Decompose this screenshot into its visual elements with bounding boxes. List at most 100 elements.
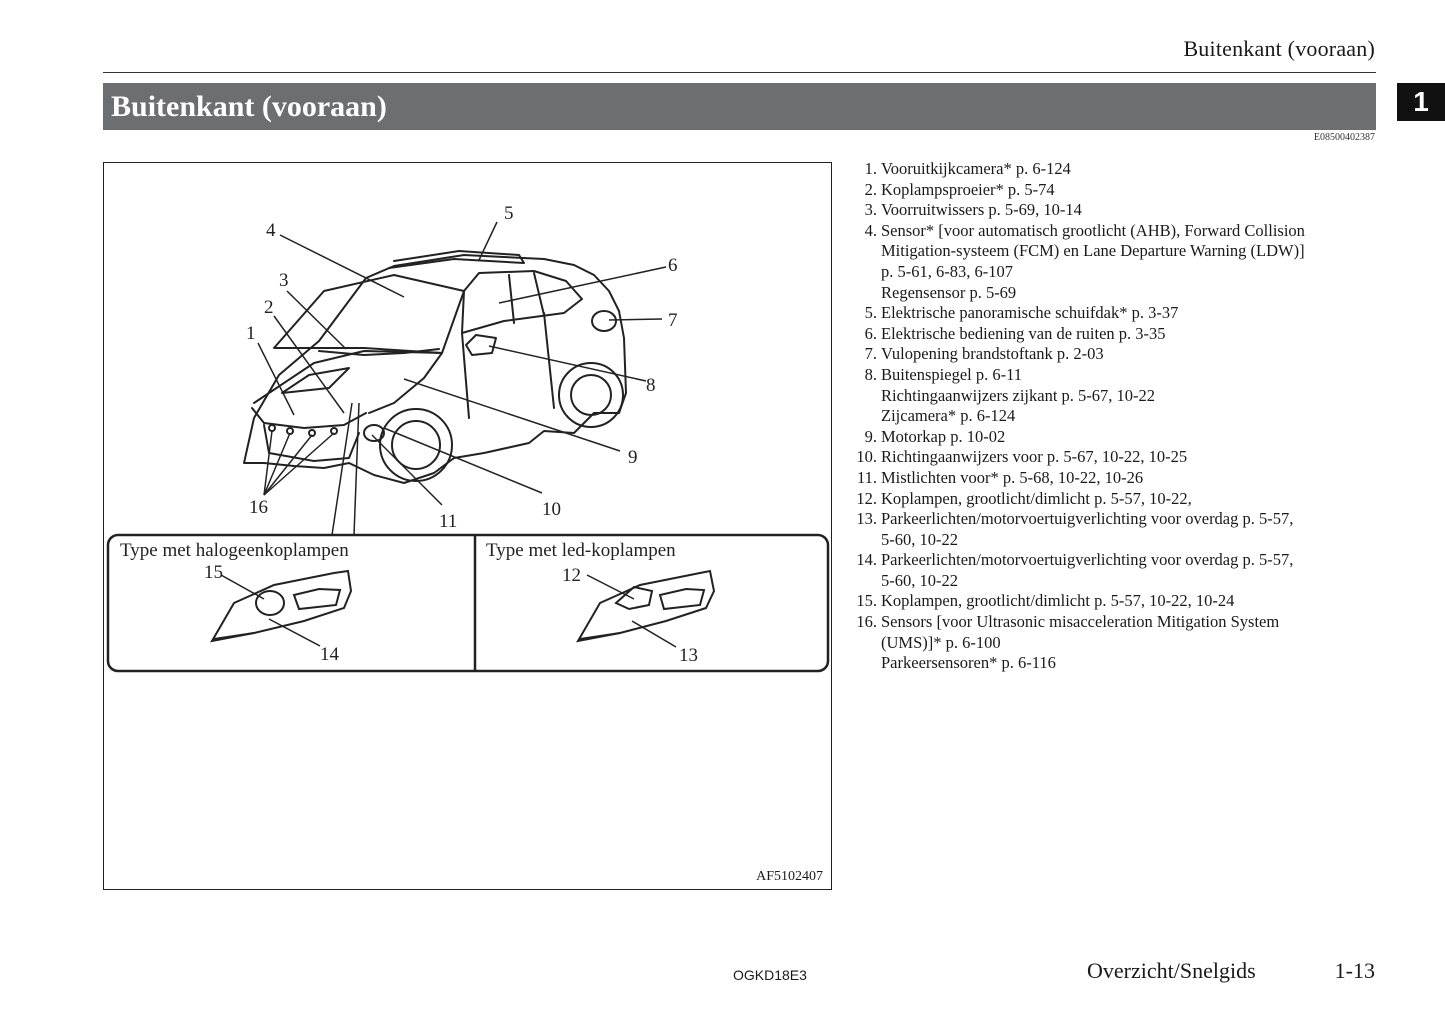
list-item-number: 5. xyxy=(864,303,877,323)
page-number: 1-13 xyxy=(1334,958,1375,983)
header-rule xyxy=(103,72,1376,73)
list-item-number: 7. xyxy=(864,344,877,364)
list-item-text: Sensor* [voor automatisch grootlicht (AH… xyxy=(877,221,1305,303)
document-id: OGKD18E3 xyxy=(733,967,807,983)
callout-3: 3 xyxy=(279,270,289,291)
list-item: 1.Vooruitkijkcamera* p. 6-124 xyxy=(843,159,1363,180)
list-item-text: Elektrische panoramische schuifdak* p. 3… xyxy=(877,303,1178,324)
leader-lines xyxy=(257,221,667,536)
section-code: E08500402387 xyxy=(1313,132,1375,143)
list-item-text: Motorkap p. 10-02 xyxy=(877,427,1005,448)
list-item-number: 6. xyxy=(864,323,877,343)
list-item-text: Mistlichten voor* p. 5-68, 10-22, 10-26 xyxy=(877,468,1143,489)
callout-labels: 1 2 3 4 5 6 7 8 9 10 11 16 xyxy=(246,203,678,532)
list-item-line: Zijcamera* p. 6-124 xyxy=(881,406,1016,426)
running-header-title: Buitenkant (vooraan) xyxy=(1183,36,1375,61)
list-item-line: Motorkap p. 10-02 xyxy=(881,426,1006,446)
list-item-text: Koplampen, grootlicht/dimlicht p. 5-57, … xyxy=(877,489,1192,510)
list-item-number: 11. xyxy=(856,467,877,487)
footer-section-name: Overzicht/Snelgids xyxy=(1087,958,1256,983)
list-item-number: 2. xyxy=(864,179,877,199)
callout-7: 7 xyxy=(668,310,678,331)
list-item-number: 16. xyxy=(856,612,877,632)
list-item-line: Richtingaanwijzers voor p. 5-67, 10-22, … xyxy=(881,447,1188,467)
vehicle-illustration: 1 2 3 4 5 6 7 8 9 10 11 16 Type met halo… xyxy=(106,203,830,673)
callout-2: 2 xyxy=(264,297,274,318)
list-item: 7.Vulopening brandstoftank p. 2-03 xyxy=(843,344,1363,365)
list-item-line: 5-60, 10-22 xyxy=(881,529,958,549)
list-item-number: 15. xyxy=(856,591,877,611)
list-item: 10.Richtingaanwijzers voor p. 5-67, 10-2… xyxy=(843,447,1363,468)
list-item-line: Koplampen, grootlicht/dimlicht p. 5-57, … xyxy=(881,488,1192,508)
list-item: 2.Koplampsproeier* p. 5-74 xyxy=(843,180,1363,201)
list-item-text: Elektrische bediening van de ruiten p. 3… xyxy=(877,324,1166,345)
list-item-line: Regensensor p. 5-69 xyxy=(881,282,1017,302)
list-item-number: 4. xyxy=(864,220,877,240)
list-item: 11.Mistlichten voor* p. 5-68, 10-22, 10-… xyxy=(843,468,1363,489)
callout-5: 5 xyxy=(504,203,514,224)
callout-8: 8 xyxy=(646,375,656,396)
list-item-line: Vooruitkijkcamera* p. 6-124 xyxy=(881,159,1071,178)
callout-1: 1 xyxy=(246,323,256,344)
list-item-line: p. 5-61, 6-83, 6-107 xyxy=(881,261,1013,281)
list-item: 14.Parkeerlichten/motorvoertuigverlichti… xyxy=(843,550,1363,591)
panel-labels: Type met halogeenkoplampen Type met led-… xyxy=(120,540,676,561)
list-item-line: Vulopening brandstoftank p. 2-03 xyxy=(881,344,1104,364)
detail-panels xyxy=(106,533,830,673)
section-title: Buitenkant (vooraan) xyxy=(103,83,1376,130)
callout-13: 13 xyxy=(679,645,698,666)
callout-12: 12 xyxy=(562,565,581,586)
list-item-text: Koplampsproeier* p. 5-74 xyxy=(877,180,1055,201)
list-item-line: Koplampen, grootlicht/dimlicht p. 5-57, … xyxy=(881,591,1235,611)
list-item: 4.Sensor* [voor automatisch grootlicht (… xyxy=(843,221,1363,303)
callout-9: 9 xyxy=(628,447,638,468)
callout-15: 15 xyxy=(204,562,223,583)
list-item-number: 8. xyxy=(864,364,877,384)
list-item-text: Vulopening brandstoftank p. 2-03 xyxy=(877,344,1104,365)
chapter-tab: 1 xyxy=(1397,83,1445,121)
list-item-text: Parkeerlichten/motorvoertuigverlichting … xyxy=(877,550,1293,591)
list-item-text: Voorruitwissers p. 5-69, 10-14 xyxy=(877,200,1082,221)
list-item-text: Koplampen, grootlicht/dimlicht p. 5-57, … xyxy=(877,591,1234,612)
callout-14: 14 xyxy=(320,644,340,665)
list-item-line: 5-60, 10-22 xyxy=(881,570,958,590)
list-item: 15.Koplampen, grootlicht/dimlicht p. 5-5… xyxy=(843,591,1363,612)
list-item-line: Parkeerlichten/motorvoertuigverlichting … xyxy=(881,509,1294,529)
vehicle-figure: 1 2 3 4 5 6 7 8 9 10 11 16 Type met halo… xyxy=(103,162,832,890)
list-item-line: Sensors [voor Ultrasonic misacceleration… xyxy=(881,612,1280,632)
list-item-number: 13. xyxy=(856,509,877,529)
list-item-text: Richtingaanwijzers voor p. 5-67, 10-22, … xyxy=(877,447,1187,468)
list-item: 13.Parkeerlichten/motorvoertuigverlichti… xyxy=(843,509,1363,550)
list-item-text: Sensors [voor Ultrasonic misacceleration… xyxy=(877,612,1279,674)
list-item-line: Elektrische panoramische schuifdak* p. 3… xyxy=(881,303,1179,323)
list-item-line: Koplampsproeier* p. 5-74 xyxy=(881,179,1055,199)
list-item-number: 3. xyxy=(864,200,877,220)
list-item-text: Vooruitkijkcamera* p. 6-124 xyxy=(877,159,1071,180)
list-item: 16.Sensors [voor Ultrasonic misaccelerat… xyxy=(843,612,1363,674)
list-item-line: Parkeerlichten/motorvoertuigverlichting … xyxy=(881,550,1294,570)
list-item-number: 12. xyxy=(856,488,877,508)
list-item-line: Sensor* [voor automatisch grootlicht (AH… xyxy=(881,220,1305,240)
list-item: 9.Motorkap p. 10-02 xyxy=(843,427,1363,448)
list-item: 12.Koplampen, grootlicht/dimlicht p. 5-5… xyxy=(843,489,1363,510)
car-drawing xyxy=(243,250,627,484)
panel-label-led: Type met led-koplampen xyxy=(486,540,676,561)
halogen-callouts: 15 14 xyxy=(204,562,340,665)
callout-16: 16 xyxy=(249,497,268,518)
led-callouts: 12 13 xyxy=(562,565,698,666)
list-item-number: 14. xyxy=(856,550,877,570)
list-item-line: Richtingaanwijzers zijkant p. 5-67, 10-2… xyxy=(881,385,1156,405)
list-item-line: Mitigation-systeem (FCM) en Lane Departu… xyxy=(881,241,1305,261)
list-item-line: Buitenspiegel p. 6-11 xyxy=(881,364,1022,384)
list-item-line: Voorruitwissers p. 5-69, 10-14 xyxy=(881,200,1082,220)
list-item-number: 10. xyxy=(856,447,877,467)
list-item: 3.Voorruitwissers p. 5-69, 10-14 xyxy=(843,200,1363,221)
list-item-line: Parkeersensoren* p. 6-116 xyxy=(881,653,1056,673)
list-item-number: 9. xyxy=(864,426,877,446)
list-item: 6.Elektrische bediening van de ruiten p.… xyxy=(843,324,1363,345)
panel-label-halogen: Type met halogeenkoplampen xyxy=(120,540,349,561)
callout-11: 11 xyxy=(439,511,457,532)
